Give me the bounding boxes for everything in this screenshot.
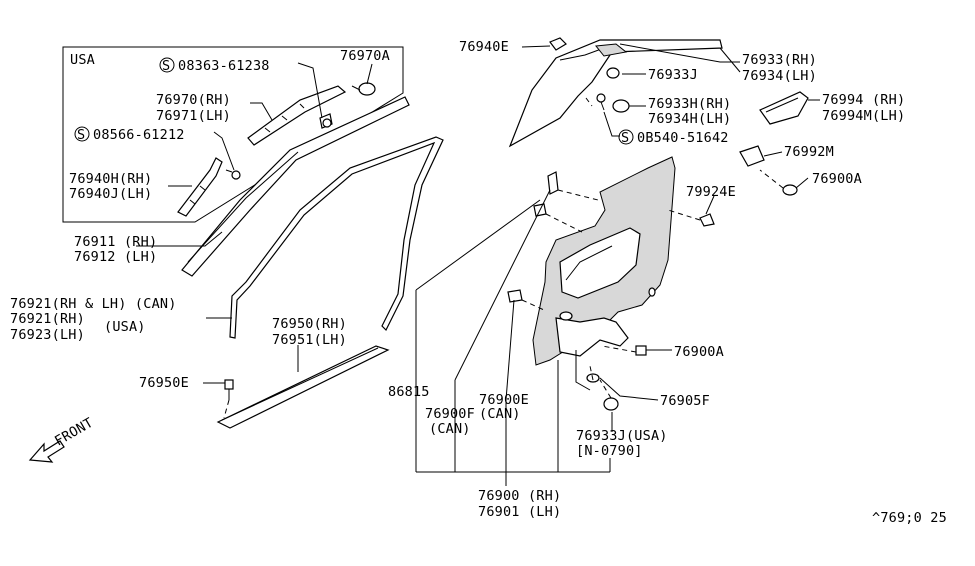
label-76901-lh: 76901 (LH): [478, 504, 561, 520]
side-trim-panel-part: [532, 156, 676, 366]
bracket-76970-part: [247, 85, 347, 146]
clip-76940E-part: [549, 37, 567, 51]
label-76900E: 76900E: [479, 392, 529, 408]
label-76921-rh-lh-can: 76921(RH & LH) (CAN): [10, 296, 177, 312]
label-76933J: 76933J: [648, 67, 698, 83]
diagram-code: ^769;0 25: [872, 510, 947, 526]
screw-76900A-top-part: [759, 169, 798, 196]
s-symbol-08363: S: [159, 57, 175, 74]
label-76994M-lh: 76994M(LH): [822, 108, 905, 124]
screw-08363-part: [319, 113, 333, 129]
clip-76900E-part: [507, 289, 523, 303]
bracket-76992M-part: [739, 145, 765, 167]
weatherstrip-76921-part: [229, 136, 444, 339]
clip-79924E-part: [699, 213, 715, 227]
label-n0790: [N-0790]: [576, 443, 643, 459]
label-76900A-top: 76900A: [812, 171, 862, 187]
label-76900A-bottom: 76900A: [674, 344, 724, 360]
label-76950-rh: 76950(RH): [272, 316, 347, 332]
label-76940J-lh: 76940J(LH): [69, 186, 152, 202]
label-76900F: 76900F: [425, 406, 475, 422]
label-76933J-usa: 76933J(USA): [576, 428, 668, 444]
label-76933H-rh: 76933H(RH): [648, 96, 731, 112]
svg-text:S: S: [162, 58, 170, 74]
usa-region-label: USA: [70, 52, 95, 68]
label-76950E: 76950E: [139, 375, 189, 391]
label-usa-suffix: (USA): [104, 319, 146, 335]
s-symbol-08566: S: [74, 126, 90, 143]
label-76923-lh: 76923(LH): [10, 327, 85, 343]
label-76951-lh: 76951(LH): [272, 332, 347, 348]
clip-76933H-part: [612, 99, 630, 113]
upper-quarter-trim-part: [508, 39, 723, 148]
label-76940H-rh: 76940H(RH): [69, 171, 152, 187]
label-76970-rh: 76970(RH): [156, 92, 231, 108]
label-76911-rh: 76911 (RH): [74, 234, 157, 250]
label-08566-61212: 08566-61212: [93, 127, 185, 143]
label-76905F: 76905F: [660, 393, 710, 409]
label-76934-lh: 76934(LH): [742, 68, 817, 84]
clip-76933J-usa-part: [603, 397, 619, 411]
label-76933-rh: 76933(RH): [742, 52, 817, 68]
label-79924E: 79924E: [686, 184, 736, 200]
clip-76933J-part: [606, 67, 620, 79]
label-76900E-can: (CAN): [479, 406, 521, 422]
label-86815: 86815: [388, 384, 430, 400]
label-76992M: 76992M: [784, 144, 834, 160]
label-front: FRONT: [52, 415, 96, 450]
front-arrow-icon: [28, 440, 65, 463]
screw-08566-part: [225, 169, 241, 180]
clip-76950E-part: [224, 379, 234, 400]
label-76970A: 76970A: [340, 48, 390, 64]
kicking-plate-part: [216, 345, 390, 429]
label-76912-lh: 76912 (LH): [74, 249, 157, 265]
front-pillar-garnish-part: [181, 96, 410, 277]
bracket-76940H-part: [177, 157, 223, 217]
label-76900F-can: (CAN): [429, 421, 471, 437]
label-76971-lh: 76971(LH): [156, 108, 231, 124]
label-08363-61238: 08363-61238: [178, 58, 270, 74]
screw-08540-part: [596, 93, 606, 111]
label-76900-rh: 76900 (RH): [478, 488, 561, 504]
label-76921-rh: 76921(RH): [10, 311, 85, 327]
label-76940E: 76940E: [459, 39, 509, 55]
bracket-76994-part: [759, 91, 809, 125]
svg-text:S: S: [77, 127, 85, 143]
label-76994-rh: 76994 (RH): [822, 92, 905, 108]
svg-text:S: S: [621, 130, 629, 146]
clip-76970A-part: [351, 82, 376, 96]
screw-76900A-bottom-part: [635, 345, 647, 356]
label-08540-51642: 0B540-51642: [637, 130, 729, 146]
label-76934H-lh: 76934H(LH): [648, 111, 731, 127]
s-symbol-08540: S: [618, 129, 634, 146]
